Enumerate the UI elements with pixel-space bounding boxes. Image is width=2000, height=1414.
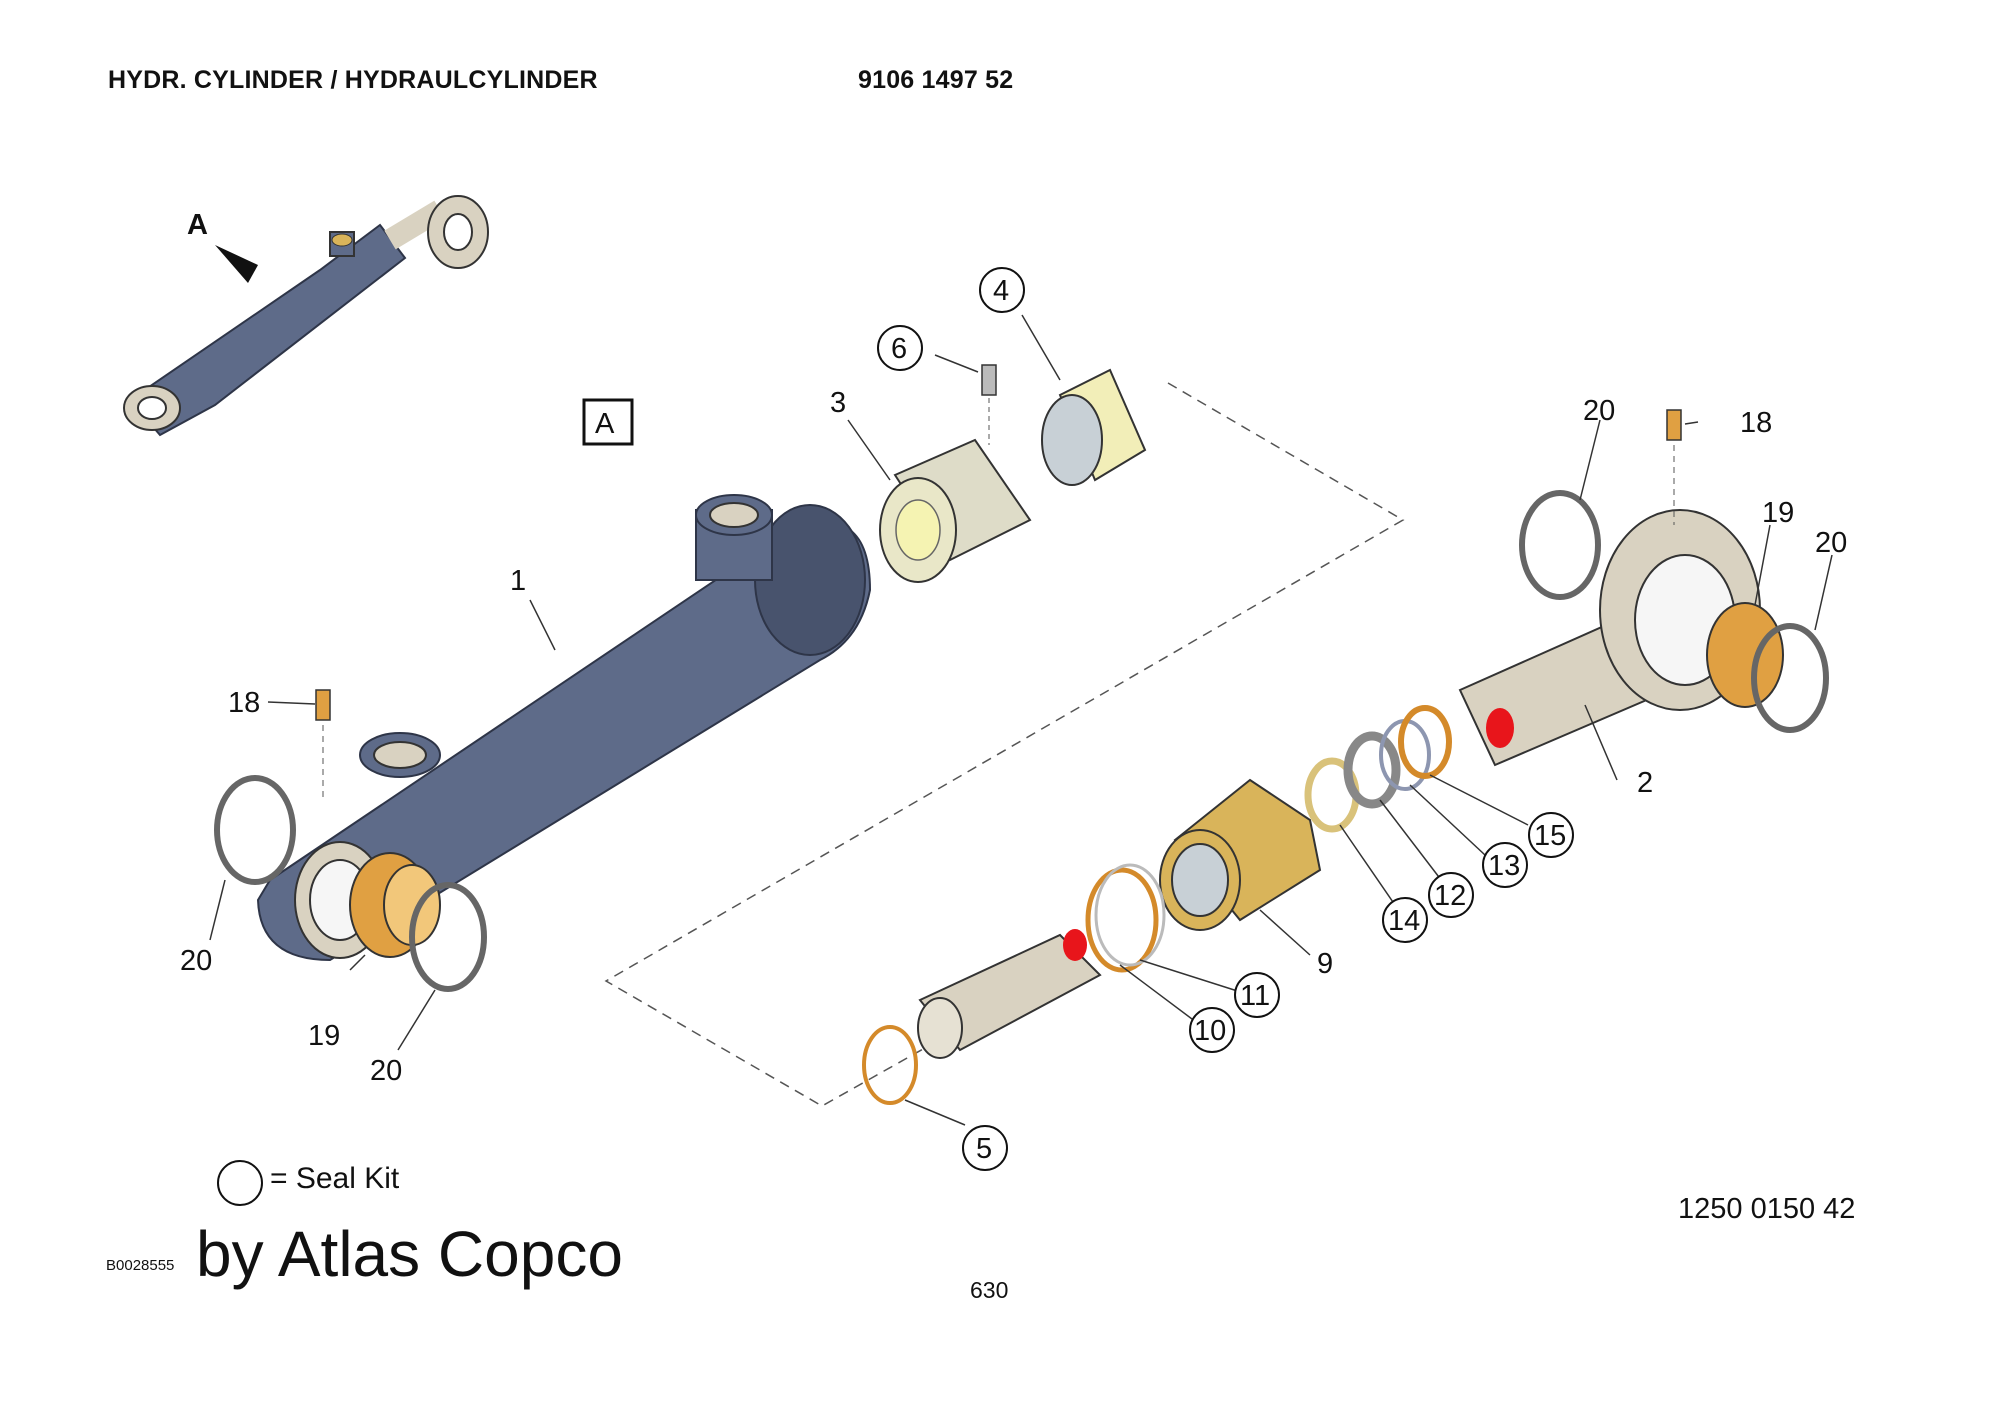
circlip-left-inner — [409, 882, 487, 992]
oring-5 — [862, 1025, 918, 1105]
callout-5: 5 — [976, 1133, 992, 1165]
callout-10: 10 — [1194, 1015, 1226, 1047]
gland — [1159, 778, 1322, 931]
callout-3: 3 — [830, 387, 846, 419]
grease-nipple-left — [315, 689, 331, 721]
seal-10 — [1085, 867, 1159, 973]
callout-13: 13 — [1488, 850, 1520, 882]
view-box-label: A — [595, 408, 615, 440]
view-arrow-label: A — [187, 209, 208, 241]
circlip-right-inner — [1751, 623, 1829, 733]
callout-19-right: 19 — [1762, 497, 1794, 529]
circlip-left-outer — [214, 775, 296, 885]
seal-kit-circles — [217, 267, 1574, 1206]
callout-20-left-outer: 20 — [180, 945, 212, 977]
callout-11: 11 — [1240, 980, 1270, 1012]
reference-code: B0028555 — [106, 1257, 175, 1274]
cylinder-barrel — [256, 494, 872, 962]
rod-end — [917, 929, 1102, 1059]
seal-11 — [1094, 863, 1166, 967]
callout-14: 14 — [1388, 905, 1420, 937]
part-number: 9106 1497 52 — [858, 66, 1014, 94]
callout-4: 4 — [993, 275, 1009, 307]
drawing-number: 1250 0150 42 — [1678, 1193, 1856, 1225]
view-box — [582, 398, 634, 446]
seal-15 — [1398, 705, 1452, 779]
guide-ring — [1041, 368, 1147, 486]
callout-20-right-inner: 20 — [1815, 527, 1847, 559]
circlip-right-outer — [1519, 490, 1601, 600]
callout-12: 12 — [1434, 880, 1466, 912]
page-number: 630 — [970, 1277, 1009, 1303]
callout-18-right: 18 — [1740, 407, 1772, 439]
page-title: HYDR. CYLINDER / HYDRAULCYLINDER — [108, 66, 598, 94]
callout-1: 1 — [510, 565, 526, 597]
piston — [879, 438, 1032, 583]
brand-text: by Atlas Copco — [196, 1218, 623, 1290]
callout-6: 6 — [891, 333, 907, 365]
set-screw — [981, 364, 997, 396]
callout-18-left: 18 — [228, 687, 260, 719]
assembly-outline — [604, 382, 1405, 1107]
callout-20-left-inner: 20 — [370, 1055, 402, 1087]
seal-kit-legend: = Seal Kit — [270, 1162, 400, 1195]
leader-lines — [209, 314, 1833, 1126]
callout-9: 9 — [1317, 948, 1333, 980]
bushing-right — [1706, 602, 1784, 708]
overview-cylinder — [123, 195, 489, 437]
callout-19-left: 19 — [308, 1020, 340, 1052]
callout-15: 15 — [1534, 820, 1566, 852]
callout-2: 2 — [1637, 767, 1653, 799]
grease-nipple-right — [1666, 409, 1682, 441]
seal-12 — [1343, 731, 1401, 809]
callout-20-right-outer: 20 — [1583, 395, 1615, 427]
